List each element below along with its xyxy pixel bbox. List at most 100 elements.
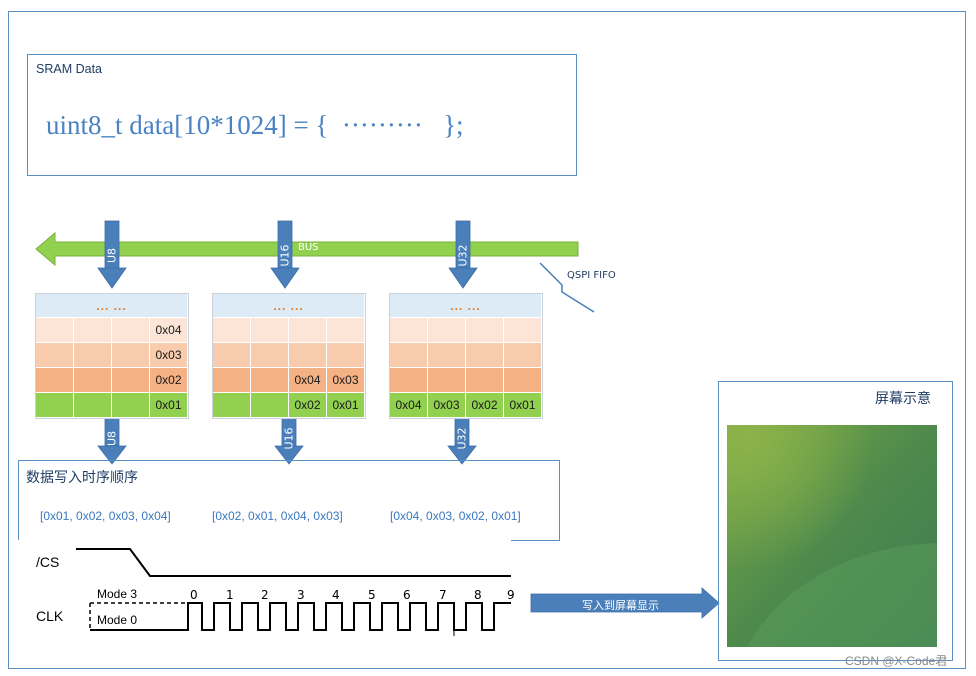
sequence-item-u16: [0x02, 0x01, 0x04, 0x03] [212,509,343,523]
fifo-cell: 0x04 [390,393,428,418]
fifo-cell [251,393,289,418]
sequence-item-u8: [0x01, 0x02, 0x03, 0x04] [40,509,171,523]
timing-waveforms [76,548,511,636]
mode-label-bottom-u8: U8 [105,430,119,447]
mode-arrow-top-u32 [448,220,478,289]
fifo-cell [213,343,251,368]
fifo-cell [390,368,428,393]
fifo-cell [504,343,542,368]
fifo-cell [289,343,327,368]
fifo-cell [74,368,112,393]
mode-label-bottom-u16: U16 [282,427,296,450]
mode-label-top-u32: U32 [456,244,470,267]
fifo-cell [327,343,365,368]
clock-number: 2 [261,588,269,602]
fifo-cell: 0x03 [327,368,365,393]
fifo-table-u32: ... ... 0x04 0x03 0x02 0x01 [389,293,543,419]
fifo-cell: 0x01 [327,393,365,418]
fifo-cell [390,343,428,368]
clock-number: 7 [439,588,447,602]
fifo-table-u8: ... ... 0x04 0x03 0x02 0x01 [35,293,189,419]
fifo-cell [466,343,504,368]
sequence-title: 数据写入时序顺序 [26,470,138,486]
fifo-cell [74,318,112,343]
fifo-cell [112,318,150,343]
fifo-cell: 0x03 [428,393,466,418]
fifo-cell [36,393,74,418]
fifo-header-dots: ... ... [273,298,304,313]
clock-number: 4 [332,588,340,602]
fifo-cell [74,393,112,418]
fifo-cell [428,368,466,393]
fifo-cell: 0x03 [150,343,188,368]
fifo-cell: 0x01 [504,393,542,418]
clock-number: 6 [403,588,411,602]
mode-arrow-top-u8 [97,220,127,289]
fifo-cell [251,368,289,393]
fifo-cell [504,318,542,343]
fifo-cell [504,368,542,393]
fifo-cell [36,318,74,343]
fifo-cell [112,393,150,418]
sequence-item-u32: [0x04, 0x03, 0x02, 0x01] [390,509,521,523]
fifo-header: ... ... [213,294,365,318]
qspi-fifo-label: QSPI FIFO [567,270,616,281]
fifo-cell [74,343,112,368]
fifo-cell: 0x01 [150,393,188,418]
sram-title: SRAM Data [36,62,102,76]
fifo-header: ... ... [390,294,542,318]
mode-arrow-bottom-u8 [97,417,127,465]
fifo-cell [289,318,327,343]
clk-label: CLK [36,608,64,624]
mode-arrow-bottom-u32 [447,417,477,465]
fifo-header-dots: ... ... [450,298,481,313]
fifo-cell [251,343,289,368]
write-to-screen-arrow [530,587,720,619]
fifo-cell [112,368,150,393]
clock-number: 3 [297,588,305,602]
write-to-screen-label: 写入到屏幕显示 [582,599,659,612]
cs-label: /CS [36,554,60,570]
mode-label-bottom-u32: U32 [455,427,469,450]
clock-number: 0 [190,588,198,602]
fifo-cell: 0x02 [150,368,188,393]
qspi-fifo-pointer [539,262,595,313]
screen-title: 屏幕示意 [875,391,931,407]
clock-number: 5 [368,588,376,602]
fifo-cell [466,368,504,393]
timing-diagram: /CS CLK Mode 3 Mode 0 0 1 2 3 4 5 6 7 8 … [18,540,515,636]
fifo-cell [213,393,251,418]
fifo-cell [112,343,150,368]
clock-number: 9 [507,588,515,602]
screen-image [727,425,937,647]
bus-label: BUS [298,242,319,253]
fifo-table-u16: ... ... 0x04 0x03 0x02 0x01 [212,293,366,419]
fifo-cell [36,343,74,368]
fifo-cell [327,318,365,343]
fifo-cell: 0x04 [289,368,327,393]
fifo-cell [213,318,251,343]
clock-number: 8 [474,588,482,602]
outer-frame [8,11,966,669]
mode-arrow-top-u16 [270,220,300,289]
mode0-label: Mode 0 [97,613,138,627]
fifo-cell [251,318,289,343]
fifo-cell [428,343,466,368]
sram-data-box [27,54,577,176]
mode-label-top-u8: U8 [105,247,119,264]
clk-waveform [168,602,511,631]
fifo-cell: 0x02 [466,393,504,418]
mode3-label: Mode 3 [97,587,138,601]
mode-arrow-bottom-u16 [274,417,304,465]
screen-box [718,381,953,661]
fifo-cell: 0x04 [150,318,188,343]
cs-waveform [76,548,511,577]
fifo-header: ... ... [36,294,188,318]
fifo-cell [213,368,251,393]
fifo-cell [36,368,74,393]
mode-label-top-u16: U16 [278,244,292,267]
csdn-watermark: CSDN @X-Code君 [845,654,948,668]
fifo-cell [390,318,428,343]
sram-code: uint8_t data[10*1024] = { ········· }; [46,110,464,140]
